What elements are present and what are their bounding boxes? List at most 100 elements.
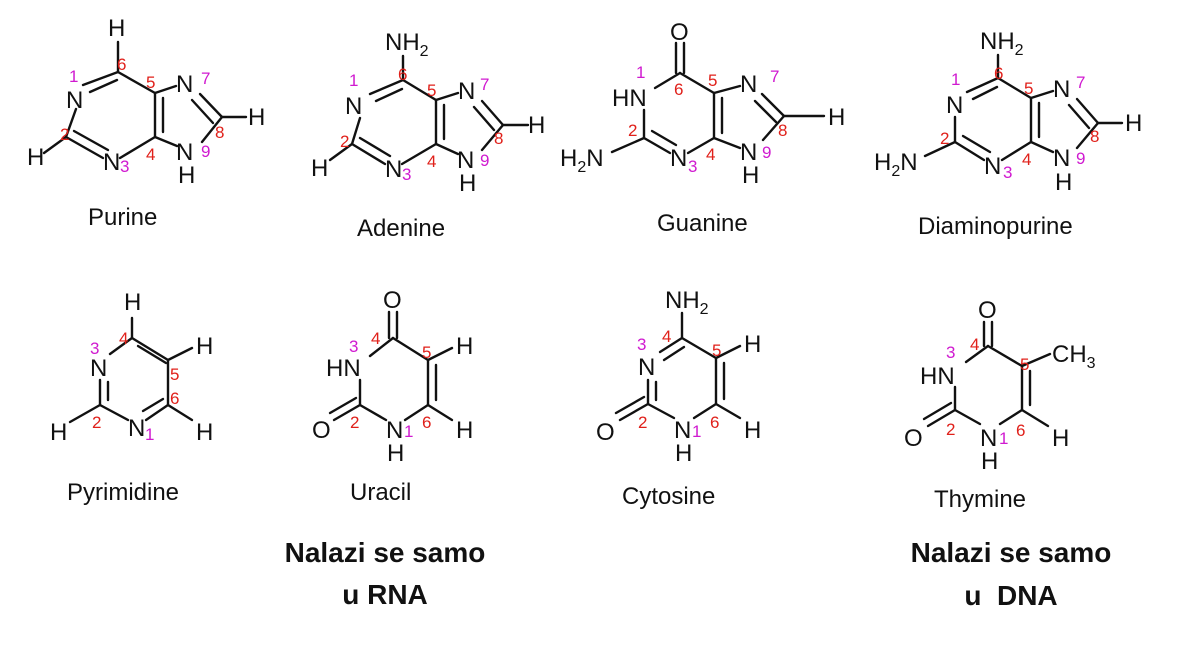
ring-number: 7 [480,75,489,94]
ring-number: 4 [1022,150,1031,169]
ring-number: 6 [994,64,1003,83]
atom-label: N [740,71,757,98]
atom-label: CH3 [1052,341,1096,372]
molecule-name: Cytosine [622,483,715,510]
ring-number: 5 [1020,355,1029,374]
ring-number: 4 [970,335,979,354]
molecule-purine: H N N N N H H H 1 2 3 4 5 6 7 8 9 Purine [27,15,265,231]
ring-number: 6 [398,65,407,84]
atom-label: H [124,289,141,316]
atom-label: N [946,92,963,119]
ring-number: 4 [371,329,380,348]
bonds [68,316,194,424]
note-line: Nalazi se samo [285,537,486,568]
ring-number: 4 [427,152,436,171]
ring-number: 2 [92,413,101,432]
ring-numbers: 1 2 3 4 5 6 7 8 9 [340,65,503,184]
ring-number: 2 [946,420,955,439]
ring-number: 3 [349,337,358,356]
bonds [328,54,530,166]
atom-labels: NH2 N N N N H H H2N [874,28,1142,196]
atom-label: N [1053,145,1070,172]
atom-label: HN [920,363,955,390]
atom-label: H [828,104,845,131]
molecule-name: Thymine [934,486,1026,513]
atom-label: NH2 [385,29,429,60]
atom-label: N [385,156,402,183]
atom-label: N [674,417,691,444]
ring-number: 2 [628,121,637,140]
ring-number: 9 [201,142,210,161]
atom-label: H [456,333,473,360]
atom-label: N [458,78,475,105]
atom-label: H [981,448,998,475]
note-line: u DNA [964,580,1057,611]
atom-label: H [196,419,213,446]
ring-number: 7 [1076,73,1085,92]
atom-label: H [248,104,265,131]
atom-label: N [176,139,193,166]
ring-number: 8 [1090,127,1099,146]
ring-number: 1 [636,63,645,82]
ring-number: 3 [688,157,697,176]
ring-number: 5 [422,343,431,362]
ring-number: 2 [60,125,69,144]
ring-number: 7 [201,69,210,88]
ring-number: 4 [146,145,155,164]
atom-label: H [456,417,473,444]
atom-label: H [742,162,759,189]
atom-label: O [978,297,997,324]
ring-number: 1 [69,67,78,86]
atom-label: H [27,144,44,171]
ring-number: 4 [119,329,128,348]
ring-number: 9 [480,151,489,170]
ring-number: 6 [422,413,431,432]
atom-label: N [670,145,687,172]
ring-number: 5 [427,81,436,100]
atom-label: HN [326,355,361,382]
ring-numbers: 1 2 3 4 5 6 [637,327,721,441]
ring-numbers: 1 2 3 4 5 6 7 8 9 [940,64,1099,182]
ring-number: 5 [146,73,155,92]
atom-labels: H N N H H H [50,289,213,446]
ring-number: 4 [706,145,715,164]
ring-numbers: 1 2 3 4 5 6 [349,329,431,441]
atom-label: H [675,440,692,467]
atom-labels: O HN N H O CH3 H [904,297,1096,475]
atom-label: N [66,87,83,114]
ring-number: 1 [692,422,701,441]
atom-labels: NH2 N N N N H H H [311,29,545,197]
atom-label: NH2 [980,28,1024,59]
ring-number: 8 [494,129,503,148]
atom-label: O [904,425,923,452]
molecule-name: Pyrimidine [67,479,179,506]
atom-label: H2N [560,145,604,176]
atom-label: HN [612,85,647,112]
atom-labels: NH2 N N H O H H [596,287,761,467]
ring-number: 5 [712,341,721,360]
molecule-diaminopurine: NH2 N N N N H H H2N 1 2 3 4 5 6 7 8 9 Di… [874,28,1142,240]
ring-number: 5 [170,365,179,384]
ring-number: 8 [215,123,224,142]
atom-label: N [638,354,655,381]
bonds [42,40,248,160]
ring-number: 1 [999,429,1008,448]
ring-number: 5 [1024,79,1033,98]
atom-label: H [528,112,545,139]
ring-number: 8 [778,121,787,140]
atom-labels: O HN N H O H H [312,287,473,467]
ring-number: 6 [117,55,126,74]
ring-number: 5 [708,71,717,90]
molecule-thymine: O HN N H O CH3 H 1 2 3 4 5 6 Thymine [904,297,1096,513]
ring-number: 9 [1076,149,1085,168]
ring-number: 3 [946,343,955,362]
ring-number: 2 [340,132,349,151]
ring-number: 6 [170,389,179,408]
atom-label: N [128,415,145,442]
note-line: u RNA [342,579,428,610]
bonds [923,53,1124,162]
atom-label: N [980,425,997,452]
ring-number: 2 [940,129,949,148]
atom-label: O [312,417,331,444]
